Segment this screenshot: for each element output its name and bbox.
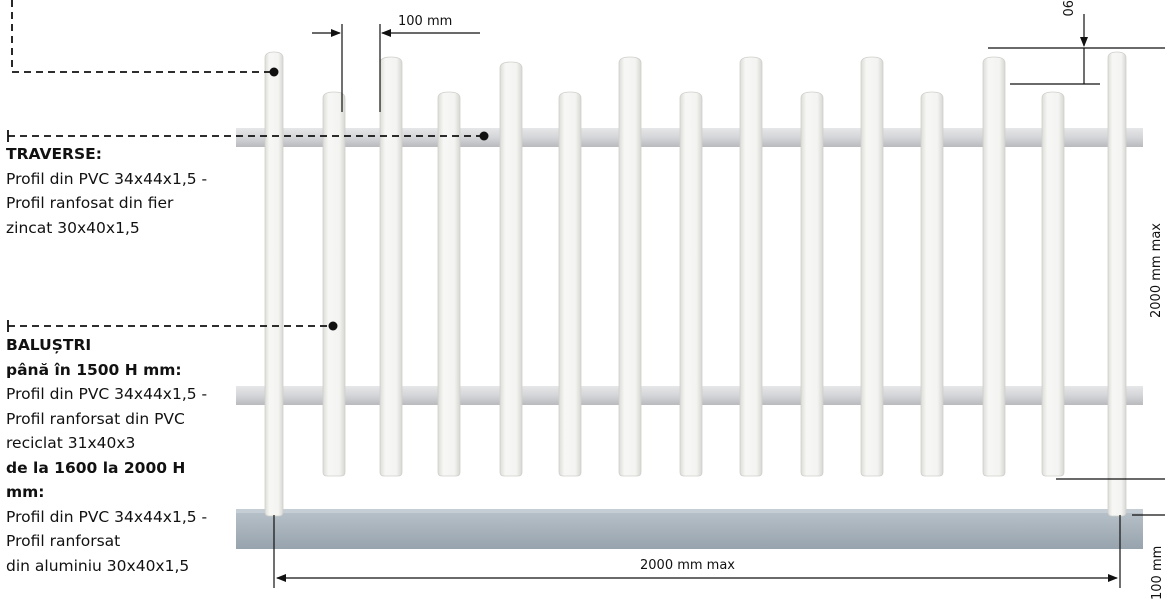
picket xyxy=(322,91,346,477)
balustri-line-6: din aluminiu 30x40x1,5 xyxy=(6,556,190,575)
height-label: 2000 mm max xyxy=(1149,223,1164,318)
top-offset-dimension xyxy=(988,14,1165,85)
traverse-line-2: Profil ranfosat din fier xyxy=(6,194,174,212)
balustri-line-4: Profil din PVC 34x44x1,5 - xyxy=(6,507,208,526)
picket xyxy=(379,56,403,477)
balustri-label: BALUȘTRI până în 1500 H mm: Profil din P… xyxy=(6,333,207,578)
post-left xyxy=(264,51,284,517)
picket xyxy=(499,61,523,477)
leader-lines xyxy=(7,0,484,332)
spacing-dimension xyxy=(312,24,480,112)
leader-dot-post xyxy=(269,67,279,77)
picket xyxy=(1041,91,1065,477)
picket xyxy=(982,56,1006,477)
balustri-line-2: Profil ranforsat din PVC xyxy=(6,409,185,428)
picket xyxy=(920,91,944,477)
traverse-line-3: zincat 30x40x1,5 xyxy=(6,218,140,237)
picket xyxy=(437,91,461,477)
width-label: 2000 mm max xyxy=(640,558,735,573)
balustri-line-1: Profil din PVC 34x44x1,5 - xyxy=(6,385,208,403)
picket xyxy=(800,91,824,477)
picket xyxy=(679,91,703,477)
balustri-title: BALUȘTRI xyxy=(6,336,92,354)
picket xyxy=(860,56,884,477)
balustri-range-2b: mm: xyxy=(6,483,45,501)
leader-dot-balustri xyxy=(328,321,338,331)
picket xyxy=(558,91,582,477)
leader-dot-traverse xyxy=(479,131,489,141)
balustri-line-3: reciclat 31x40x3 xyxy=(6,434,136,452)
pickets-group xyxy=(264,51,1127,517)
concrete-base xyxy=(236,511,1143,549)
balustri-range-2: de la 1600 la 2000 H xyxy=(6,458,186,477)
picket xyxy=(739,56,763,477)
traverse-title: TRAVERSE: xyxy=(6,145,102,163)
concrete-base-top-edge xyxy=(236,509,1143,513)
spacing-label: 100 mm xyxy=(398,14,452,29)
post-right xyxy=(1107,51,1127,517)
balustri-line-5: Profil ranforsat xyxy=(6,532,121,550)
picket xyxy=(618,56,642,477)
leader-post xyxy=(11,0,272,73)
base-height-label: 100 mm xyxy=(1150,546,1165,600)
traverse-line-1: Profil din PVC 34x44x1,5 - xyxy=(6,169,208,188)
top-offset-label: 90 xyxy=(1059,0,1074,17)
width-dimension xyxy=(273,515,1121,588)
traverse-label: TRAVERSE: Profil din PVC 34x44x1,5 - Pro… xyxy=(6,142,207,240)
balustri-range-1: până în 1500 H mm: xyxy=(6,360,182,379)
